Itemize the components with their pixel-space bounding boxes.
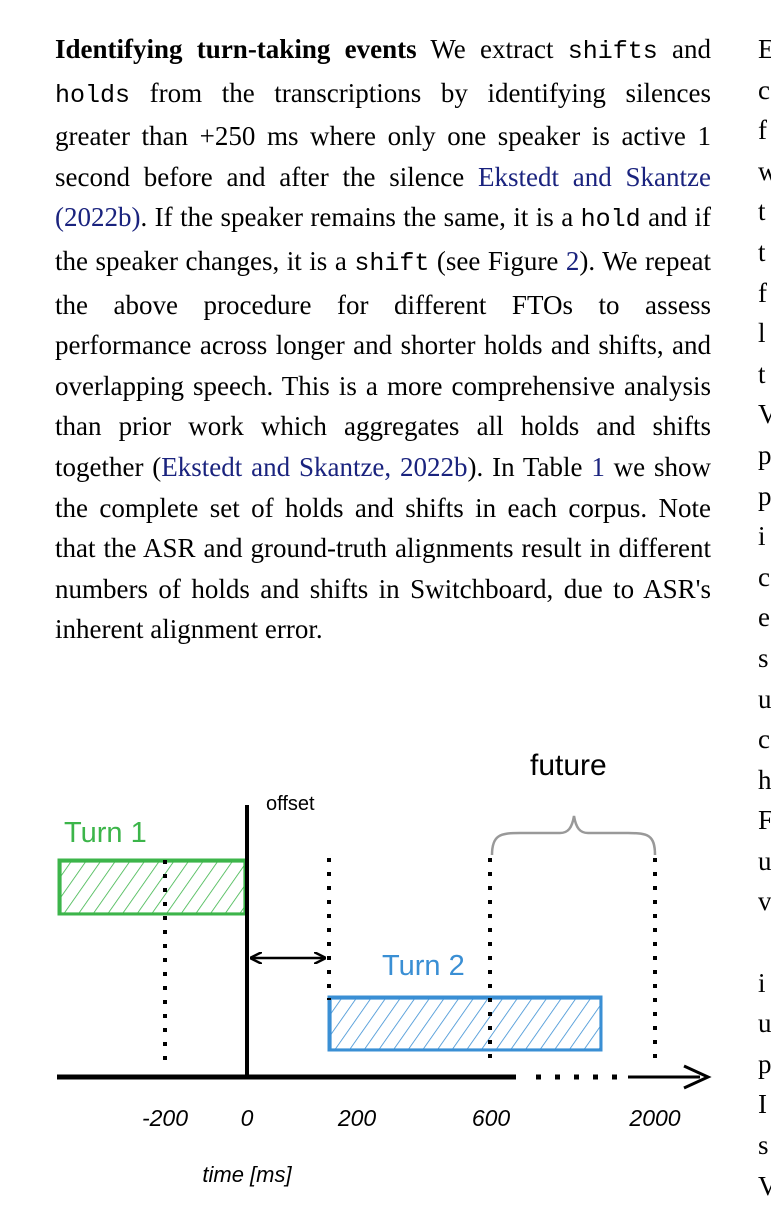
axis-label: time [ms] <box>202 1162 292 1187</box>
text-run: We extract <box>416 34 568 64</box>
text-run: ). We repeat the above procedure for dif… <box>55 245 711 482</box>
offset-label: offset <box>266 793 315 815</box>
right-column-line: u <box>758 683 771 714</box>
right-column-line: E <box>758 34 771 64</box>
right-column-line: i <box>758 521 766 552</box>
right-column-line: w <box>758 155 771 186</box>
right-column-line: i <box>758 967 766 998</box>
right-column-line: f <box>758 277 767 308</box>
right-column-line: I <box>758 1089 767 1120</box>
right-column-line: c <box>758 74 770 105</box>
right-column-line: V <box>758 399 771 430</box>
paragraph-heading: Identifying turn-taking events <box>55 34 417 64</box>
text-run: and <box>657 34 712 64</box>
right-column-line: c <box>758 561 770 592</box>
tick-label: 200 <box>337 1105 377 1131</box>
turn2-box <box>327 995 603 1052</box>
code-shift: shift <box>354 248 430 278</box>
tick-label: 2000 <box>628 1105 680 1131</box>
future-label: future <box>530 749 607 782</box>
right-column-line: l <box>758 318 766 349</box>
right-column-line: s <box>758 1130 769 1161</box>
turn1-box <box>57 858 247 916</box>
right-column-line: v <box>758 886 771 917</box>
text-run: ). In Table <box>467 451 592 482</box>
text-run: and if the speaker changes, it is a <box>55 202 711 276</box>
text-run: we show the complete set of holds and sh… <box>55 451 711 645</box>
tick-label: 600 <box>472 1105 511 1131</box>
body-paragraph: Identifying turn-taking events We extrac… <box>55 29 711 650</box>
text-run: (see Figure <box>429 245 566 276</box>
right-column-line: t <box>758 196 766 227</box>
text-run: from the transcriptions by identifying s… <box>55 77 711 192</box>
right-column-line: p <box>758 1048 771 1079</box>
right-column-line: F <box>758 805 771 836</box>
code-shifts: shifts <box>567 37 658 66</box>
tick-label: 0 <box>241 1105 254 1131</box>
citation-link[interactable]: Ekstedt and Skantze (2022b) <box>55 161 711 233</box>
turn1-label: Turn 1 <box>64 817 147 849</box>
text-run: . If the speaker remains the same, it is… <box>140 202 581 233</box>
right-column-line: f <box>758 115 767 146</box>
table-ref-link[interactable]: 1 <box>591 451 605 482</box>
citation-link[interactable]: Ekstedt and Skantze, 2022b <box>161 451 468 482</box>
code-hold: hold <box>580 205 641 235</box>
time-axis-arrowhead <box>683 1064 712 1090</box>
tick-label: -200 <box>142 1105 188 1131</box>
figure-ref-link[interactable]: 2 <box>565 245 580 276</box>
right-column-line: t <box>758 358 766 389</box>
right-column-line: p <box>758 439 771 470</box>
right-column-line: s <box>758 642 769 673</box>
right-column-line: p <box>758 480 771 511</box>
right-column-line: t <box>758 236 766 267</box>
right-column-line: h <box>758 764 771 795</box>
right-column-line: e <box>758 602 770 633</box>
right-column-line: c <box>758 724 770 755</box>
code-holds: holds <box>55 80 131 110</box>
right-column-line: V <box>758 1170 771 1201</box>
turn2-label: Turn 2 <box>382 950 465 982</box>
right-column-line: u <box>758 845 771 876</box>
future-brace <box>490 815 657 856</box>
right-column-line: u <box>758 1008 771 1039</box>
